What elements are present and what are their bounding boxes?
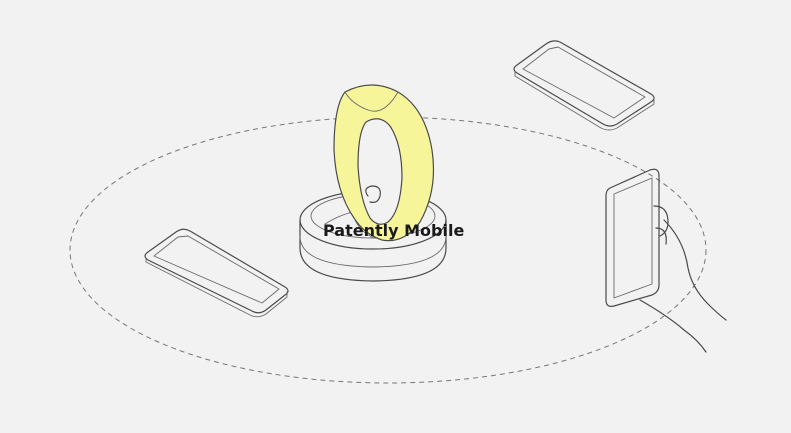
ring-icon — [333, 84, 435, 242]
watermark-text: Patently Mobile — [323, 221, 464, 240]
smartphone-top-right-icon — [513, 40, 655, 131]
smartphone-right-icon — [605, 168, 660, 307]
smartphone-left-icon — [144, 228, 289, 318]
hand-icon — [639, 205, 727, 353]
